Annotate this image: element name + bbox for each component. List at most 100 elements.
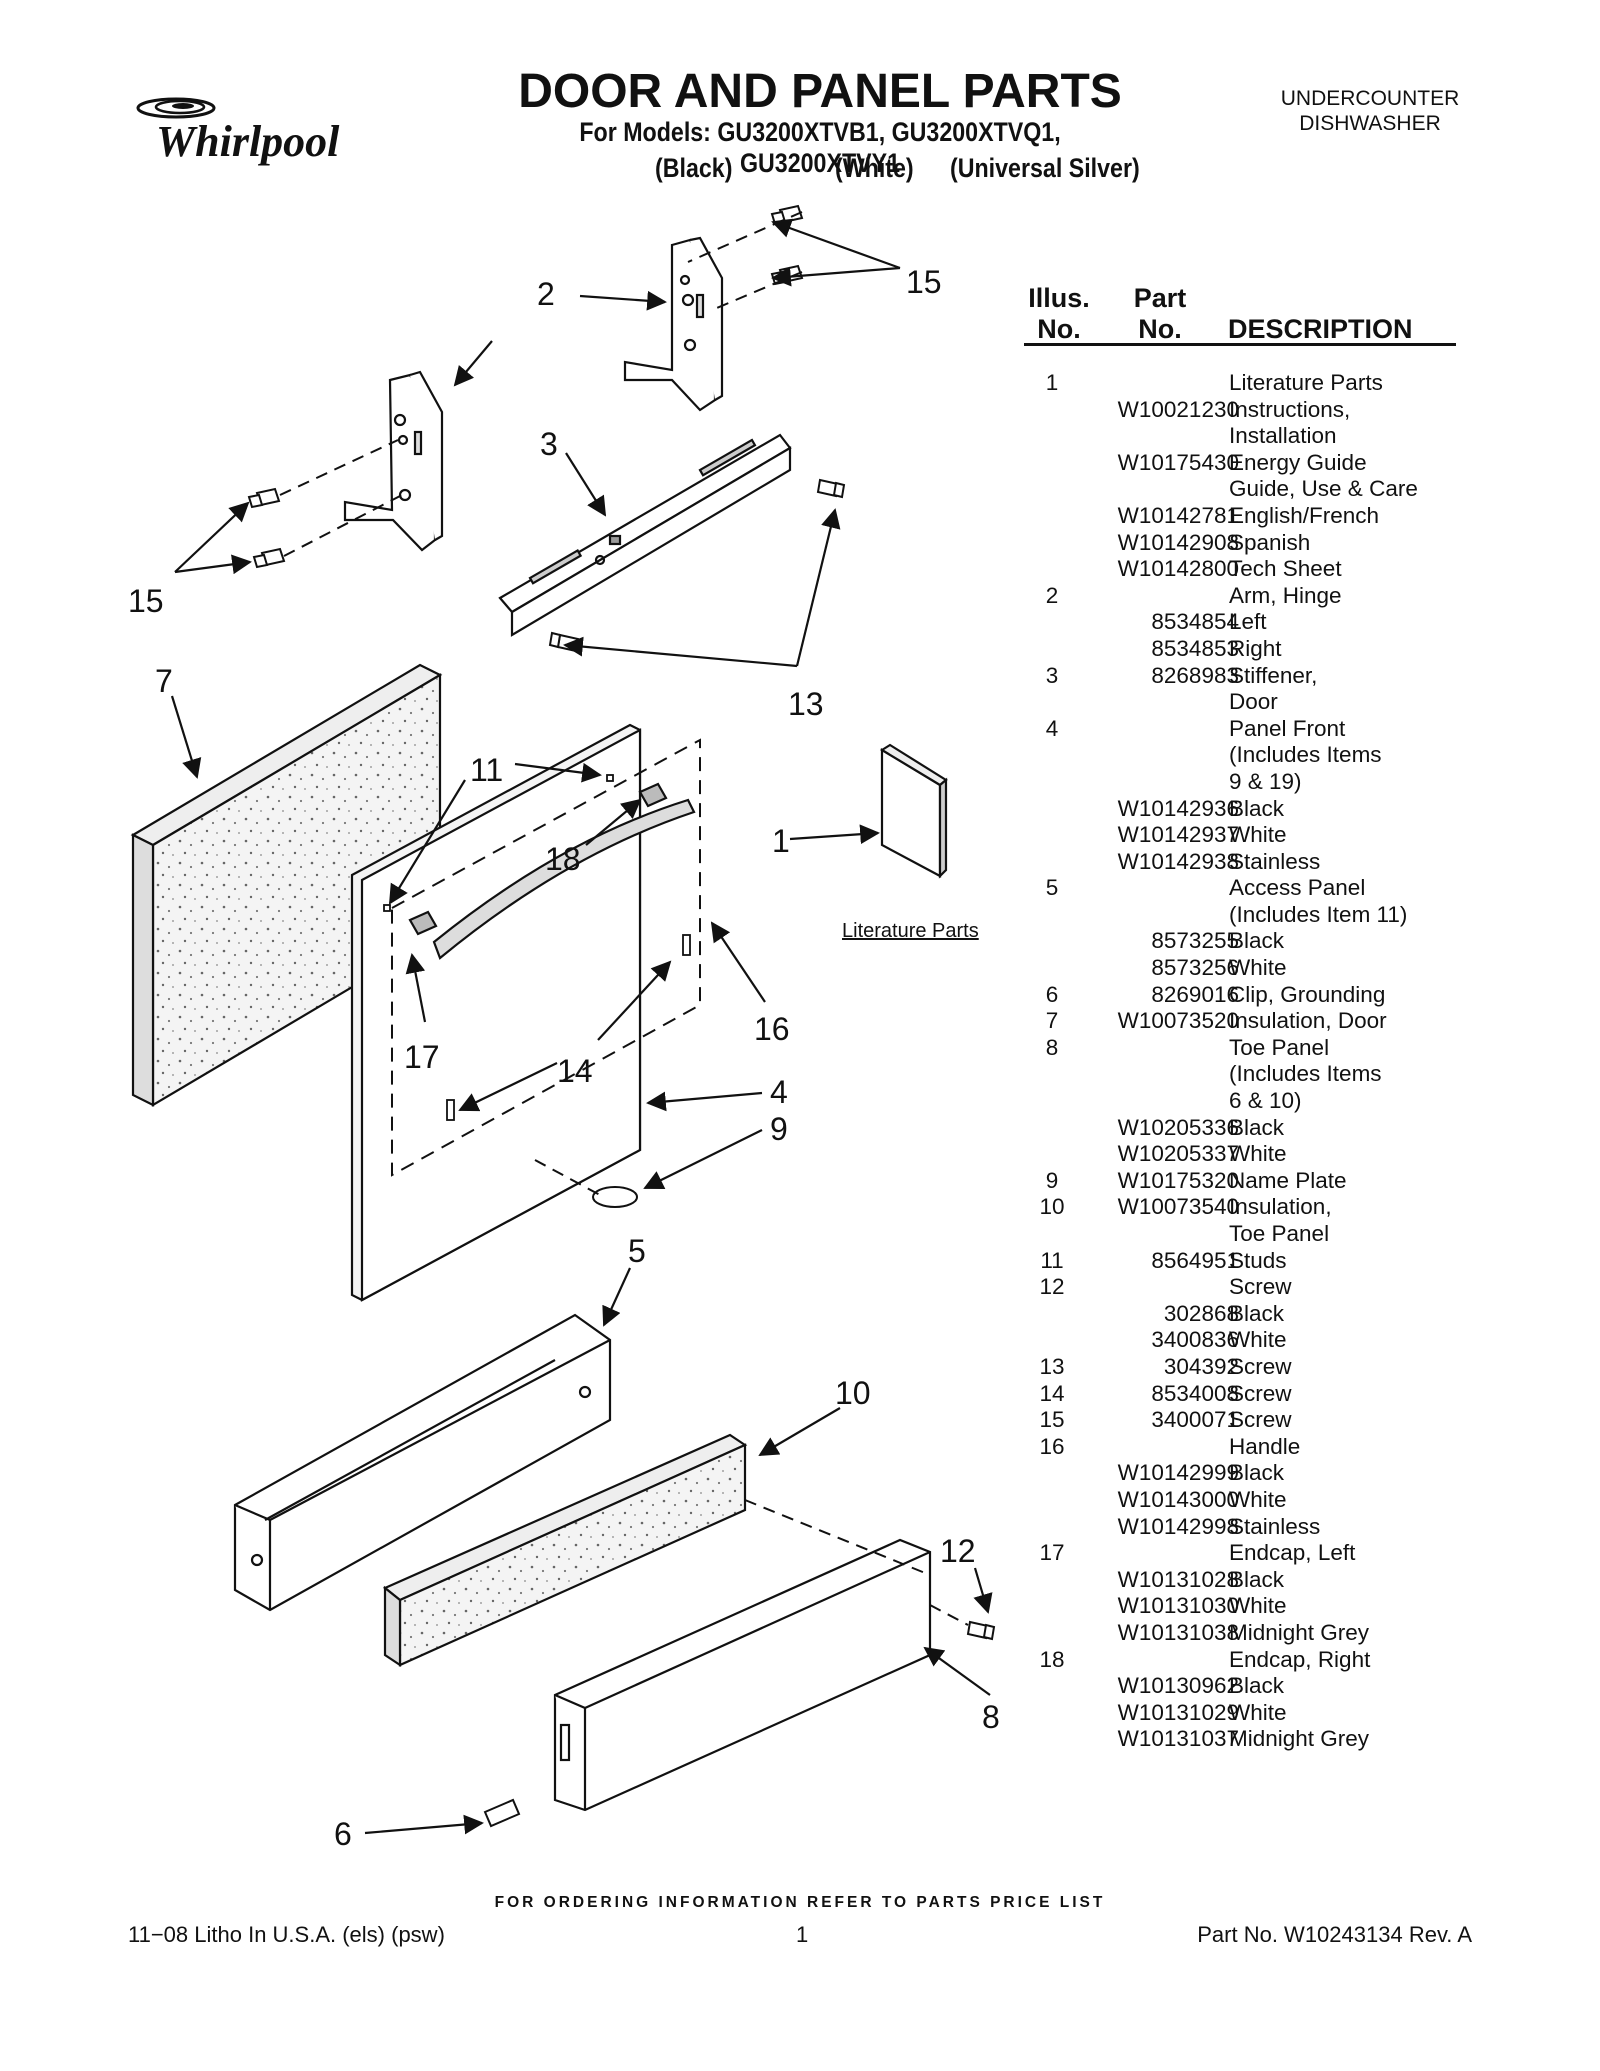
part-description: Right <box>1229 635 1282 661</box>
literature-parts-booklet <box>879 743 948 879</box>
part-number: W10143000 <box>1117 1486 1239 1512</box>
part-number: 8573256 <box>1151 955 1239 981</box>
table-header-divider <box>1024 343 1456 346</box>
illus-number: 2 <box>1045 582 1059 608</box>
part-number: 8269016 <box>1151 981 1239 1007</box>
part-description: White <box>1229 1486 1287 1512</box>
part-number: 8564951 <box>1151 1247 1239 1273</box>
callout-12: 12 <box>940 1533 976 1569</box>
part-number: 8534008 <box>1151 1380 1239 1406</box>
callout-16: 16 <box>754 1011 790 1047</box>
part-description: Left <box>1229 609 1267 635</box>
hinge-arm-left <box>343 370 444 552</box>
callout-3: 3 <box>540 426 558 462</box>
part-description: Name Plate <box>1229 1167 1347 1193</box>
part-description: Stainless <box>1229 848 1321 874</box>
illus-number: 17 <box>1039 1540 1065 1566</box>
callout-5: 5 <box>628 1233 646 1269</box>
callout-11: 11 <box>470 752 503 788</box>
illus-number: 13 <box>1039 1353 1065 1379</box>
parts-row: Installation <box>1024 423 1464 450</box>
models-line: For Models: GU3200XTVB1, GU3200XTVQ1, GU… <box>579 117 1061 178</box>
part-description: White <box>1229 955 1287 981</box>
part-description: White <box>1229 1593 1287 1619</box>
illus-number: 8 <box>1045 1034 1059 1060</box>
page-title: DOOR AND PANEL PARTS <box>518 65 1122 118</box>
parts-row: 4 Panel Front <box>1024 716 1464 743</box>
callout-4: 4 <box>770 1074 788 1110</box>
whirlpool-swirl-icon: Whirlpool <box>136 97 340 166</box>
illus-number: 9 <box>1045 1167 1059 1193</box>
part-description: (Includes Items <box>1229 1061 1382 1087</box>
illus-number: 7 <box>1045 1008 1059 1034</box>
callout-10: 10 <box>835 1375 871 1411</box>
callout-15-right: 15 <box>906 264 942 300</box>
part-description: Panel Front <box>1229 715 1346 741</box>
screw-guide-lines <box>279 211 803 599</box>
part-number: W10142781 <box>1117 502 1239 528</box>
grounding-clip <box>483 1798 521 1828</box>
parts-row: (Includes Item 11) <box>1024 902 1464 929</box>
product-category: UNDERCOUNTER DISHWASHER <box>1250 86 1490 136</box>
door-handle <box>408 782 696 960</box>
part-description: Insulation, <box>1229 1194 1332 1220</box>
illus-number: 10 <box>1039 1194 1065 1220</box>
illus-number: 5 <box>1045 875 1059 901</box>
part-description: Screw <box>1229 1353 1292 1379</box>
part-number: W10131028 <box>1117 1566 1239 1592</box>
illus-number: 3 <box>1045 662 1059 688</box>
description-header: DESCRIPTION <box>1228 314 1413 344</box>
part-description: Endcap, Right <box>1229 1646 1371 1672</box>
illus-number: 6 <box>1045 981 1059 1007</box>
part-description: Arm, Hinge <box>1229 582 1342 608</box>
parts-row: 5 Access Panel <box>1024 875 1464 902</box>
screw-15-group <box>247 204 804 569</box>
parts-row: Guide, Use & Care <box>1024 476 1464 503</box>
color-silver-label: (Universal Silver) <box>950 153 1140 183</box>
part-number: W10142937 <box>1117 822 1239 848</box>
part-description: Access Panel <box>1229 875 1366 901</box>
color-black-label: (Black) <box>655 153 733 183</box>
part-number: 8534854 <box>1151 609 1239 635</box>
illus-header-1: Illus. <box>1028 283 1090 313</box>
part-number: 3400071 <box>1151 1407 1239 1433</box>
illus-number: 4 <box>1045 715 1059 741</box>
category-line-2: DISHWASHER <box>1299 112 1441 135</box>
footer-part-number: Part No. W10243134 Rev. A <box>1197 1922 1472 1947</box>
part-description: White <box>1229 1699 1287 1725</box>
footer-print-info: 11−08 Litho In U.S.A. (els) (psw) <box>128 1922 445 1947</box>
part-description: Black <box>1229 1114 1285 1140</box>
studs-screws <box>383 774 691 1121</box>
callout-15-left: 15 <box>128 583 164 619</box>
part-number: W10073540 <box>1117 1194 1239 1220</box>
part-number: 8268983 <box>1151 662 1239 688</box>
screw-12 <box>966 1620 996 1641</box>
part-description: White <box>1229 822 1287 848</box>
part-number: W10073520 <box>1117 1008 1239 1034</box>
part-description: Instructions, <box>1229 396 1351 422</box>
leader-arrows <box>170 218 993 1835</box>
part-number: W10142998 <box>1117 1513 1239 1539</box>
part-number: 304392 <box>1163 1353 1239 1379</box>
parts-row: 9 & 19) <box>1024 769 1464 796</box>
parts-row: (Includes Items <box>1024 742 1464 769</box>
